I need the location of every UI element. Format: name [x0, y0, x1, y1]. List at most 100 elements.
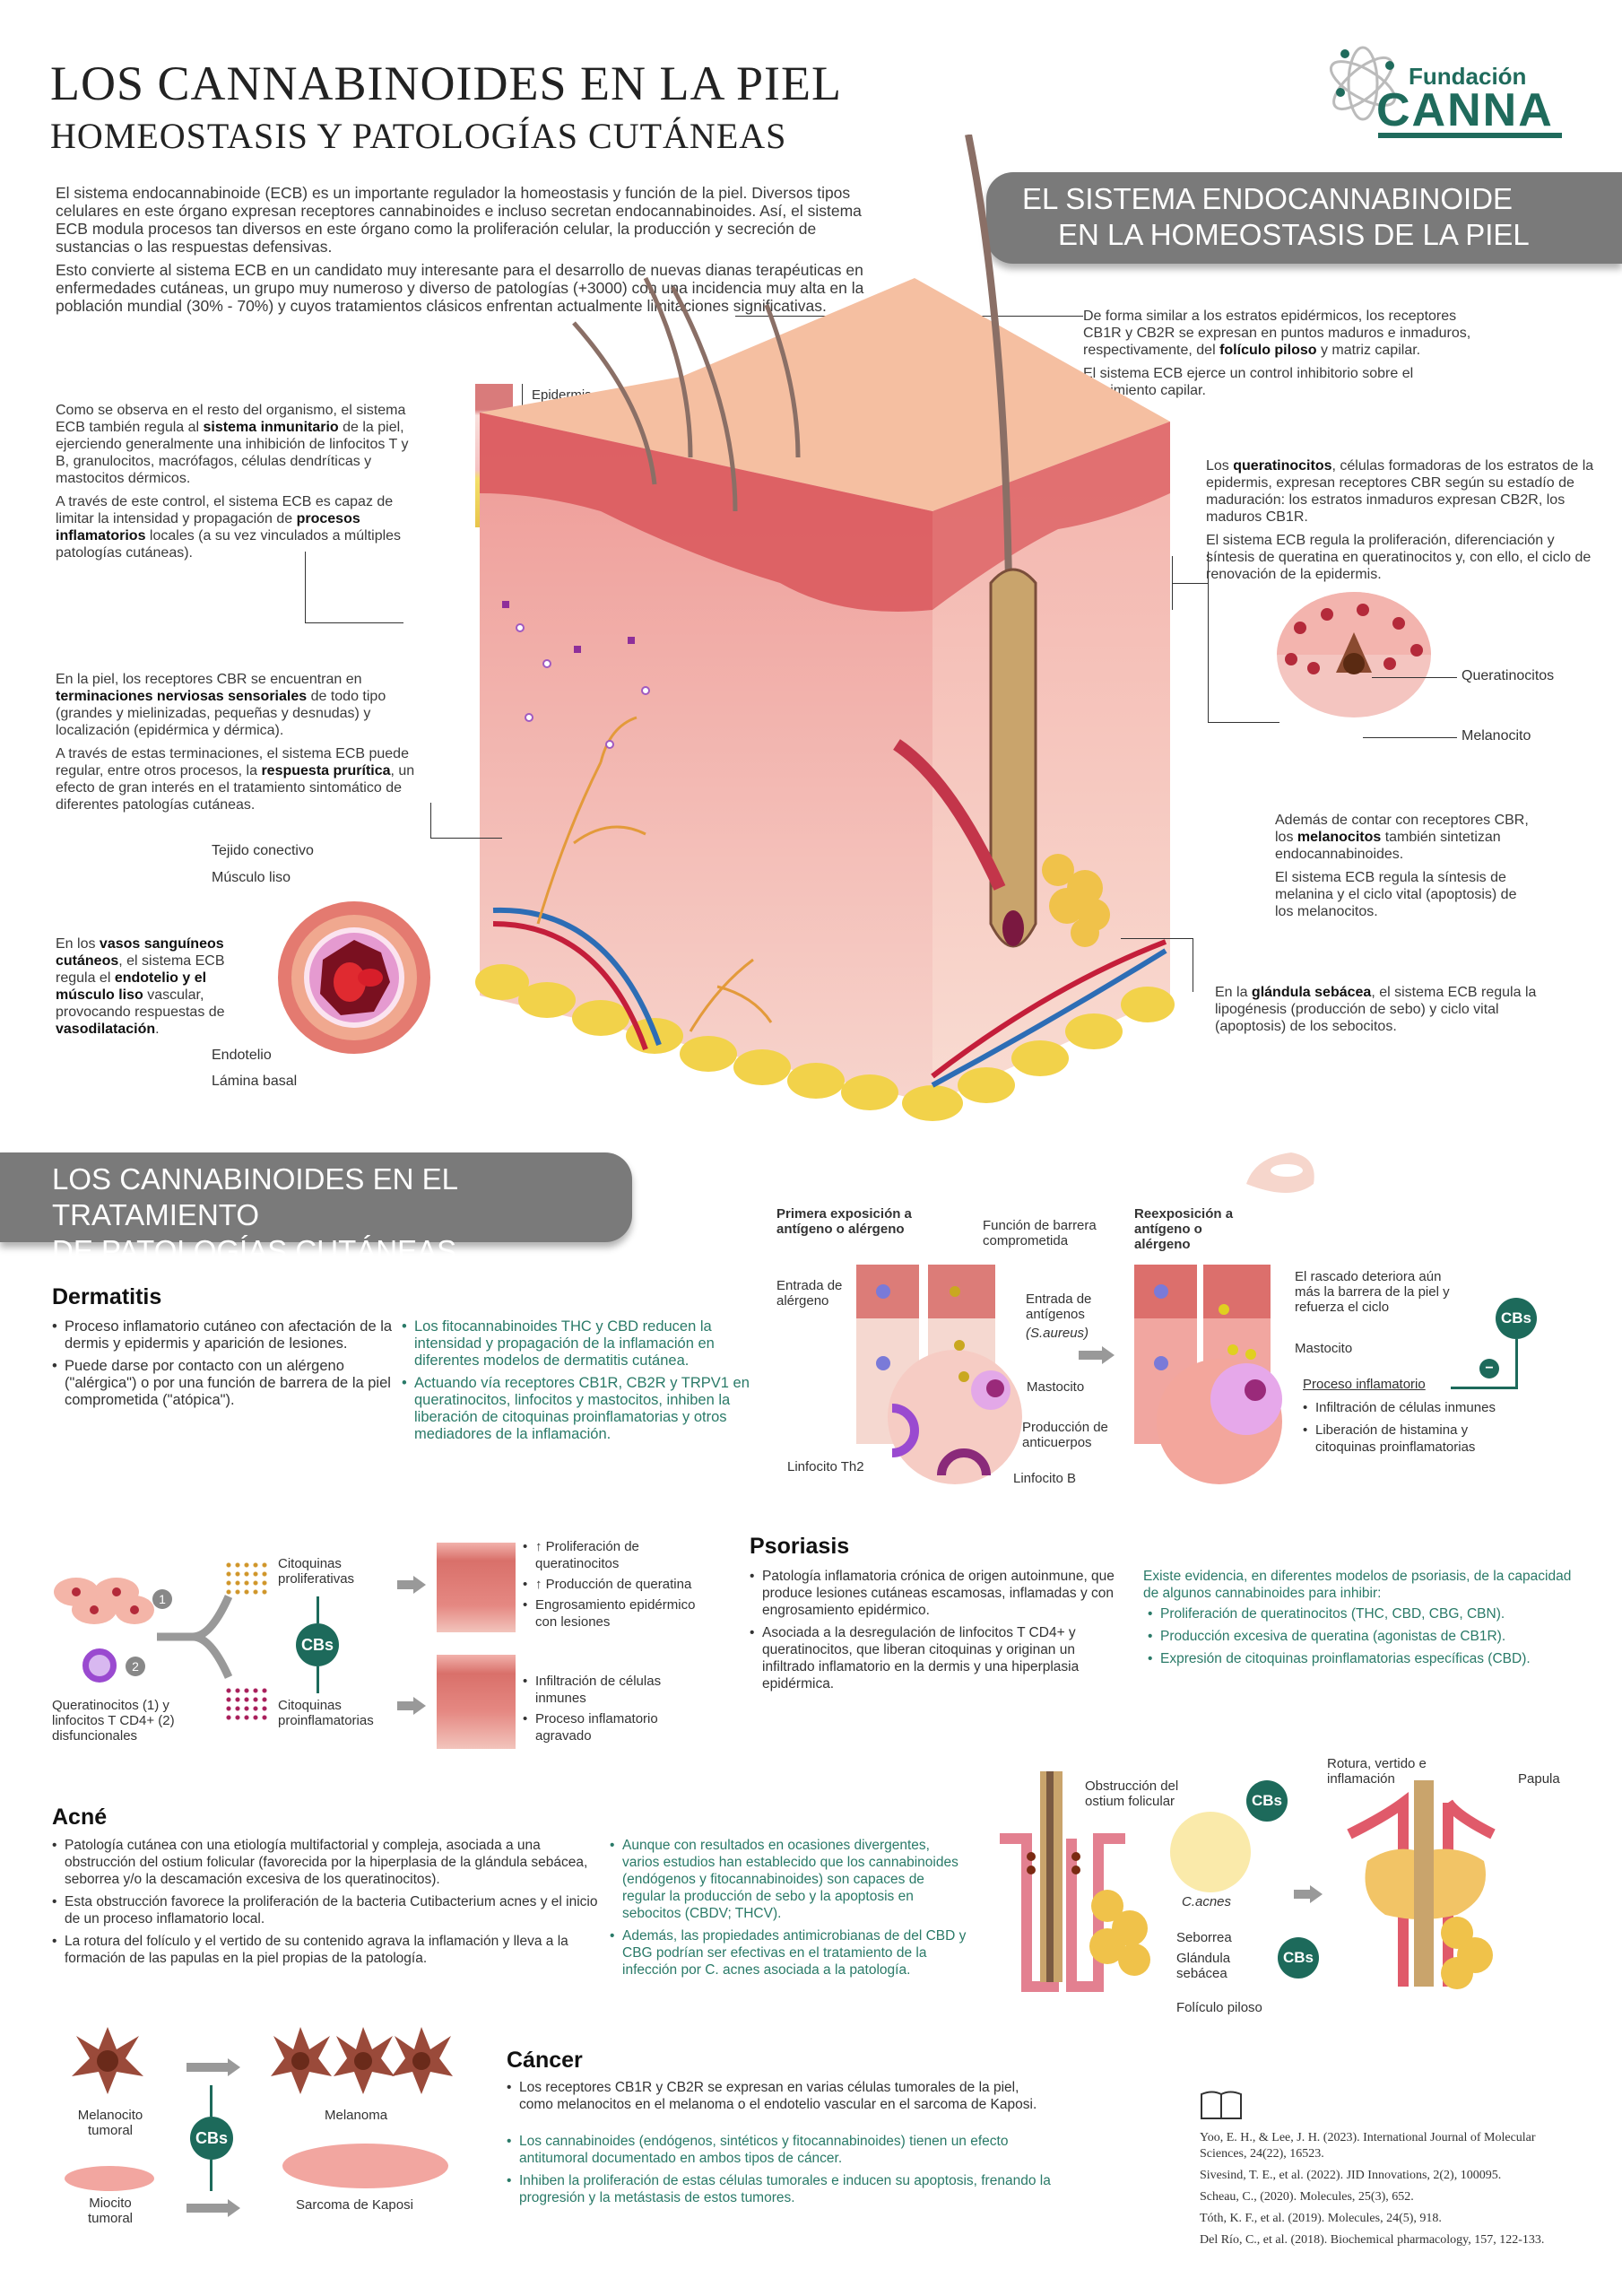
label-tejido-conectivo: Tejido conectivo	[212, 843, 314, 858]
fact-item: Puede darse por contacto con un alérgeno…	[52, 1358, 393, 1409]
ruptured-follicle-illustration	[1347, 1780, 1496, 1989]
cancer-facts: Los receptores CB1R y CB2R se expresan e…	[507, 2079, 1054, 2118]
book-icon	[1201, 2091, 1242, 2119]
process-items: Infiltración de células inmunes Liberaci…	[1303, 1399, 1518, 1461]
label-endotelio: Endotelio	[212, 1048, 272, 1063]
effect-item: Aunque con resultados en ocasiones diver…	[610, 1837, 968, 1922]
psoriasis-lower-effects: Infiltración de células inmunes Proceso …	[523, 1673, 693, 1748]
psoriasis-skin-lower	[437, 1655, 516, 1749]
inhibition-line	[210, 2085, 213, 2117]
reference-item: Tóth, K. F., et al. (2019). Molecules, 2…	[1200, 2212, 1442, 2225]
sensory-nerves-text: En la piel, los receptores CBR se encuen…	[56, 672, 415, 813]
effect-item: Los fitocannabinoides THC y CBD reducen …	[402, 1318, 753, 1370]
label-antibodies: Producción de anticuerpos	[1022, 1420, 1108, 1450]
cbs-badge: CBs	[190, 2117, 233, 2160]
label-antigen-entry: Entrada de antígenos	[1026, 1292, 1092, 1322]
label-hair-follicle: Folículo piloso	[1176, 2000, 1262, 2015]
label-melanocito: Melanocito	[1462, 728, 1531, 744]
blood-vessel-cross-section	[278, 901, 430, 1054]
acne-title: Acné	[52, 1805, 108, 1830]
blood-vessel-text: En los vasos sanguíneos cutáneos, el sis…	[56, 936, 225, 1037]
leader-line	[430, 838, 502, 839]
intro-paragraph: Esto convierte al sistema ECB en un cand…	[56, 261, 864, 315]
label-dysfunctional-cells: Queratinocitos (1) y linfocitos T CD4+ (…	[52, 1698, 175, 1744]
reference-item: Scheau, C., (2020). Molecules, 25(3), 65…	[1200, 2190, 1414, 2204]
effect-item: Infiltración de células inmunes	[523, 1673, 693, 1707]
effect-item: Actuando vía receptores CB1R, CB2R y TRP…	[402, 1375, 753, 1443]
inhibition-line	[210, 2160, 213, 2191]
cbs-badge: CBs	[1496, 1298, 1537, 1339]
label-allergen-entry: Entrada de alérgeno	[776, 1278, 843, 1309]
cbs-badge: CBs	[1278, 1937, 1319, 1979]
effect-item: Engrosamiento epidérmico con lesiones	[523, 1596, 711, 1631]
melanoma-illustration	[271, 2027, 453, 2094]
logo-canna-text: CANNA	[1376, 84, 1554, 136]
section-title-line: EN LA HOMEOSTASIS DE LA PIEL	[1058, 218, 1530, 251]
arrow-icon	[397, 1697, 426, 1715]
reference-item: Yoo, E. H., & Lee, J. H. (2023). Interna…	[1200, 2131, 1536, 2161]
effect-item: Proceso inflamatorio agravado	[523, 1710, 693, 1744]
fact-item: Los receptores CB1R y CB2R se expresan e…	[507, 2079, 1054, 2113]
logo-fundacion-text: Fundación	[1409, 63, 1527, 90]
arrow-icon	[1294, 1885, 1323, 1903]
immune-system-text: Como se observa en el resto del organism…	[56, 403, 409, 561]
effect-item: Proliferación de queratinocitos (THC, CB…	[1148, 1605, 1596, 1622]
psoriasis-upper-effects: ↑ Proliferación de queratinocitos ↑ Prod…	[523, 1538, 711, 1634]
page-title: LOS CANNABINOIDES EN LA PIEL	[50, 57, 842, 110]
label-inflammatory-process: Proceso inflamatorio	[1303, 1377, 1426, 1392]
cbs-badge: CBs	[1246, 1780, 1288, 1822]
psoriasis-effects: Proliferación de queratinocitos (THC, CB…	[1148, 1605, 1596, 1673]
inhibition-line	[1515, 1339, 1518, 1388]
keratinocytes-illustration	[54, 1578, 154, 1624]
tumoral-melanocyte-icon	[72, 2027, 143, 2094]
acne-effects: Aunque con resultados en ocasiones diver…	[610, 1837, 968, 1984]
effect-item: Expresión de citoquinas proinflamatorias…	[1148, 1650, 1596, 1667]
cancer-title: Cáncer	[507, 2048, 583, 2073]
inhibition-arrow	[1451, 1387, 1518, 1389]
label-scratch: El rascado deteriora aún más la barrera …	[1295, 1269, 1450, 1315]
keratinocytes-text: Los queratinocitos, células formadoras d…	[1206, 458, 1594, 582]
atom-icon	[1329, 46, 1397, 121]
leader-line	[1121, 938, 1193, 939]
logo-underline	[1378, 133, 1562, 138]
cytokine-dots	[224, 1561, 269, 1596]
references-list: Yoo, E. H., & Lee, J. H. (2023). Interna…	[1200, 2130, 1576, 2254]
arrow-icon	[186, 2058, 240, 2076]
leader-line	[1363, 737, 1457, 738]
effect-item: Los cannabinoides (endógenos, sintéticos…	[507, 2133, 1054, 2167]
inhibition-line	[317, 1666, 319, 1693]
inhibition-line	[317, 1596, 319, 1623]
section-header-treatment: LOS CANNABINOIDES EN EL TRATAMIENTO DE P…	[0, 1152, 632, 1267]
minus-icon: −	[1479, 1359, 1499, 1378]
label-melanoma: Melanoma	[325, 2108, 388, 2123]
effect-item: Producción excesiva de queratina (agonis…	[1148, 1628, 1596, 1645]
process-item: Infiltración de células inmunes	[1303, 1399, 1518, 1416]
leader-line	[1372, 677, 1457, 678]
section-title-line: LOS CANNABINOIDES EN EL TRATAMIENTO	[52, 1162, 457, 1231]
arrow-icon	[1079, 1346, 1115, 1364]
label-linfocito-b: Linfocito B	[1013, 1471, 1077, 1486]
label-papula: Papula	[1518, 1771, 1560, 1787]
legend-divider	[522, 384, 523, 411]
process-item: Liberación de histamina y citoquinas pro…	[1303, 1422, 1518, 1456]
effect-item: Además, las propiedades antimicrobianas …	[610, 1927, 968, 1979]
cbs-badge: CBs	[296, 1623, 339, 1666]
label-kaposi: Sarcoma de Kaposi	[296, 2197, 413, 2213]
reexposure-skin-diagram	[1134, 1265, 1282, 1484]
arrow-icon	[397, 1576, 426, 1594]
reference-item: Del Río, C., et al. (2018). Biochemical …	[1200, 2233, 1545, 2247]
cancer-effects: Los cannabinoides (endógenos, sintéticos…	[507, 2133, 1054, 2212]
skin-cross-section-illustration	[475, 135, 1175, 1121]
fact-item: La rotura del folículo y el vertido de s…	[52, 1933, 599, 1967]
label-lamina-basal: Lámina basal	[212, 1074, 298, 1089]
leader-line	[305, 552, 306, 623]
number-badge: 2	[126, 1657, 145, 1676]
label-saureus: (S.aureus)	[1026, 1326, 1089, 1341]
label-musculo-liso: Músculo liso	[212, 870, 291, 885]
label-mastocito: Mastocito	[1027, 1379, 1085, 1395]
cacnes-bacteria-zoom	[1170, 1812, 1251, 1892]
tcell-icon	[82, 1648, 117, 1683]
first-exposure-skin-diagram	[856, 1265, 1022, 1484]
psoriasis-title: Psoriasis	[750, 1534, 850, 1559]
effect-item: ↑ Producción de queratina	[523, 1576, 711, 1593]
